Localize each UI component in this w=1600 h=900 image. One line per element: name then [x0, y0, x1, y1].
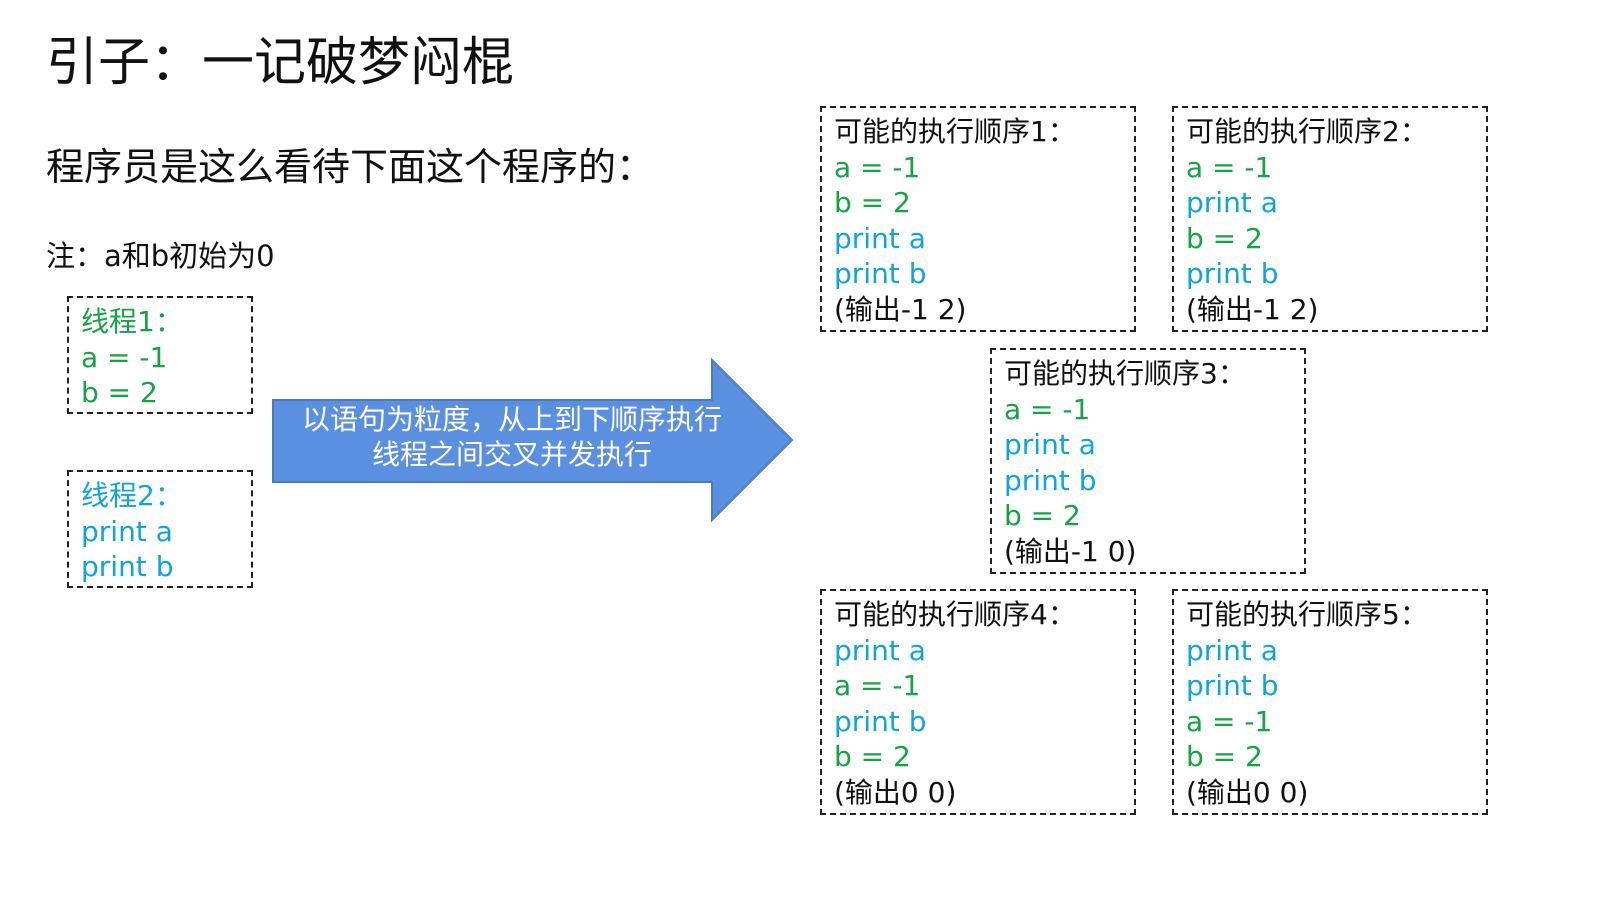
- page-subtitle: 程序员是这么看待下面这个程序的：: [46, 145, 655, 189]
- order-3-step-1: a = -1: [1004, 392, 1091, 426]
- order-1-step-1: a = -1: [834, 150, 921, 184]
- order-4-title: 可能的执行顺序4：: [834, 598, 1076, 631]
- order-5-step-2: print b: [1186, 669, 1279, 702]
- order-3-step-4: b = 2: [1004, 499, 1081, 532]
- order-2-step-3: b = 2: [1186, 221, 1263, 255]
- order-2-title: 可能的执行顺序2：: [1186, 115, 1428, 148]
- thread-1-stmt-1: a = -1: [81, 340, 168, 374]
- order-1-output: (输出-1 2): [834, 292, 967, 326]
- order-2-step-4: print b: [1186, 257, 1279, 290]
- order-1-title: 可能的执行顺序1：: [834, 115, 1076, 148]
- order-3-title: 可能的执行顺序3：: [1004, 357, 1246, 390]
- thread-2-box: 线程2： print a print b: [67, 470, 253, 588]
- arrow-body: [272, 358, 794, 523]
- initial-value-note: 注：a和b初始为0: [46, 239, 275, 273]
- execution-order-2-box: 可能的执行顺序2： a = -1 print a b = 2 print b (…: [1172, 106, 1488, 332]
- order-2-step-1: a = -1: [1186, 150, 1273, 184]
- thread-1-box: 线程1： a = -1 b = 2: [67, 296, 253, 414]
- order-1-step-3: print a: [834, 221, 926, 255]
- thread-2-stmt-1: print a: [81, 514, 173, 548]
- thread-2-title: 线程2：: [81, 479, 183, 512]
- arrow-label-line-2: 线程之间交叉并发执行: [371, 438, 652, 471]
- page-title: 引子：一记破梦闷棍: [46, 33, 515, 93]
- order-3-output: (输出-1 0): [1004, 534, 1137, 568]
- order-2-step-2: print a: [1186, 186, 1278, 219]
- thread-1-title: 线程1：: [81, 305, 183, 338]
- execution-order-1-box: 可能的执行顺序1： a = -1 b = 2 print a print b (…: [820, 106, 1136, 332]
- thread-2-stmt-2: print b: [81, 550, 174, 583]
- order-2-output: (输出-1 2): [1186, 292, 1319, 326]
- right-arrow-shape: [272, 358, 794, 523]
- arrow-label: 以语句为粒度，从上到下顺序执行 线程之间交叉并发执行: [272, 402, 752, 472]
- execution-order-5-box: 可能的执行顺序5： print a print b a = -1 b = 2 (…: [1172, 589, 1488, 815]
- order-1-step-4: print b: [834, 257, 927, 290]
- execution-order-3-box: 可能的执行顺序3： a = -1 print a print b b = 2 (…: [990, 348, 1306, 574]
- order-5-title: 可能的执行顺序5：: [1186, 598, 1428, 631]
- order-1-step-2: b = 2: [834, 186, 911, 219]
- order-4-output: (输出0 0): [834, 775, 957, 809]
- order-3-step-2: print a: [1004, 428, 1096, 461]
- order-4-step-3: print b: [834, 704, 927, 738]
- order-4-step-1: print a: [834, 633, 926, 667]
- arrow-label-line-1: 以语句为粒度，从上到下顺序执行: [301, 403, 722, 436]
- order-5-output: (输出0 0): [1186, 775, 1309, 809]
- order-3-step-3: print b: [1004, 463, 1097, 497]
- order-5-step-4: b = 2: [1186, 740, 1263, 773]
- thread-1-stmt-2: b = 2: [81, 376, 158, 409]
- execution-order-4-box: 可能的执行顺序4： print a a = -1 print b b = 2 (…: [820, 589, 1136, 815]
- order-5-step-1: print a: [1186, 633, 1278, 667]
- order-4-step-4: b = 2: [834, 740, 911, 773]
- order-5-step-3: a = -1: [1186, 704, 1273, 738]
- order-4-step-2: a = -1: [834, 669, 921, 702]
